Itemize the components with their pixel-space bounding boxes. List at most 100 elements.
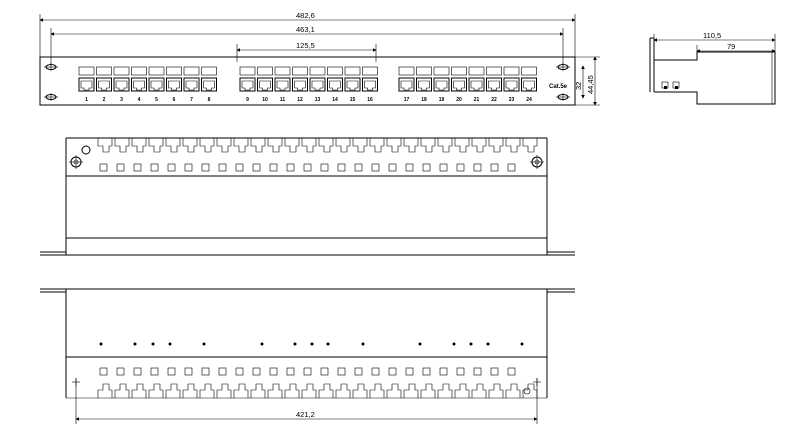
dim-inner-height: 32 (574, 82, 583, 90)
slot (150, 163, 159, 172)
port-number: 12 (297, 97, 303, 103)
slot (184, 367, 193, 376)
slot (116, 367, 125, 376)
dim-base-width: 421,2 (296, 410, 315, 419)
slot (422, 163, 431, 172)
slot (490, 367, 499, 376)
slot (337, 367, 346, 376)
dim-port-group: 125,5 (296, 41, 315, 50)
slot (456, 367, 465, 376)
slot (201, 367, 210, 376)
port-number: 4 (138, 97, 141, 103)
slot (405, 163, 414, 172)
slot (456, 163, 465, 172)
port-number: 13 (315, 97, 321, 103)
rj45-port-icon (148, 66, 165, 92)
port-number: 21 (474, 97, 480, 103)
rj45-port-icon (344, 66, 361, 92)
slot (235, 367, 244, 376)
slot (150, 367, 159, 376)
rivet-dot (168, 342, 172, 346)
rivet-dot (293, 342, 297, 346)
port-number: 3 (120, 97, 123, 103)
slot (235, 163, 244, 172)
port-number: 8 (208, 97, 211, 103)
bottom-view: 421,2 (40, 288, 575, 424)
slot (167, 367, 176, 376)
rivet-dot (486, 342, 490, 346)
slot (507, 367, 516, 376)
rj45-port-icon (398, 66, 415, 92)
dim-mounting-pitch: 463,1 (296, 25, 315, 34)
slot (405, 367, 414, 376)
rivet-dot (310, 342, 314, 346)
slot (388, 367, 397, 376)
port-number: 9 (246, 97, 249, 103)
slot (303, 367, 312, 376)
slot (201, 163, 210, 172)
slot (422, 367, 431, 376)
port-number: 14 (332, 97, 338, 103)
slot (99, 367, 108, 376)
port-number: 10 (262, 97, 268, 103)
slot (439, 367, 448, 376)
rj45-port-icon (451, 66, 467, 92)
slot (388, 163, 397, 172)
slot (218, 367, 227, 376)
rj45-port-icon (201, 66, 217, 92)
mounting-hole-icon (44, 63, 58, 71)
slot (218, 163, 227, 172)
port-number: 5 (155, 97, 158, 103)
port-number: 16 (367, 97, 373, 103)
port-number: 6 (173, 97, 176, 103)
rj45-port-icon (503, 66, 520, 92)
slot (354, 367, 363, 376)
rj45-port-icon (239, 66, 256, 92)
slot (133, 163, 142, 172)
port-number: 7 (190, 97, 193, 103)
slot (252, 367, 261, 376)
dim-overall-width: 482,6 (296, 11, 315, 20)
rj45-port-icon (292, 66, 308, 92)
port-number: 18 (421, 97, 427, 103)
port-number: 23 (509, 97, 515, 103)
slot (320, 367, 329, 376)
slot (371, 367, 380, 376)
rivet-dot (326, 342, 330, 346)
rivet-dot (469, 342, 473, 346)
slot (184, 163, 193, 172)
slot (99, 163, 108, 172)
rj45-port-icon (468, 66, 485, 92)
slot (320, 163, 329, 172)
rj45-port-icon (257, 66, 273, 92)
port-number: 20 (456, 97, 462, 103)
port-number: 15 (350, 97, 356, 103)
front-panel-outline (39, 56, 576, 106)
dim-body-depth: 79 (727, 42, 735, 51)
port-number: 1 (85, 97, 88, 103)
rivet-dot (202, 342, 206, 346)
rivet-dot (260, 342, 264, 346)
slot (286, 367, 295, 376)
rivet-dot (452, 342, 456, 346)
rj45-port-icon (166, 66, 182, 92)
slot (269, 367, 278, 376)
port-number: 19 (439, 97, 445, 103)
rivet-dot (418, 342, 422, 346)
slot (252, 163, 261, 172)
category-label: Cat.5e (549, 84, 568, 90)
rivet-dot (520, 342, 524, 346)
mounting-hole-icon (69, 155, 83, 169)
rj45-port-icon (274, 66, 291, 92)
rivet-dot (151, 342, 155, 346)
side-view: 110,5 79 (649, 31, 776, 105)
rj45-port-icon (183, 66, 200, 92)
slot (269, 163, 278, 172)
slot (303, 163, 312, 172)
rivet-dot (133, 342, 137, 346)
